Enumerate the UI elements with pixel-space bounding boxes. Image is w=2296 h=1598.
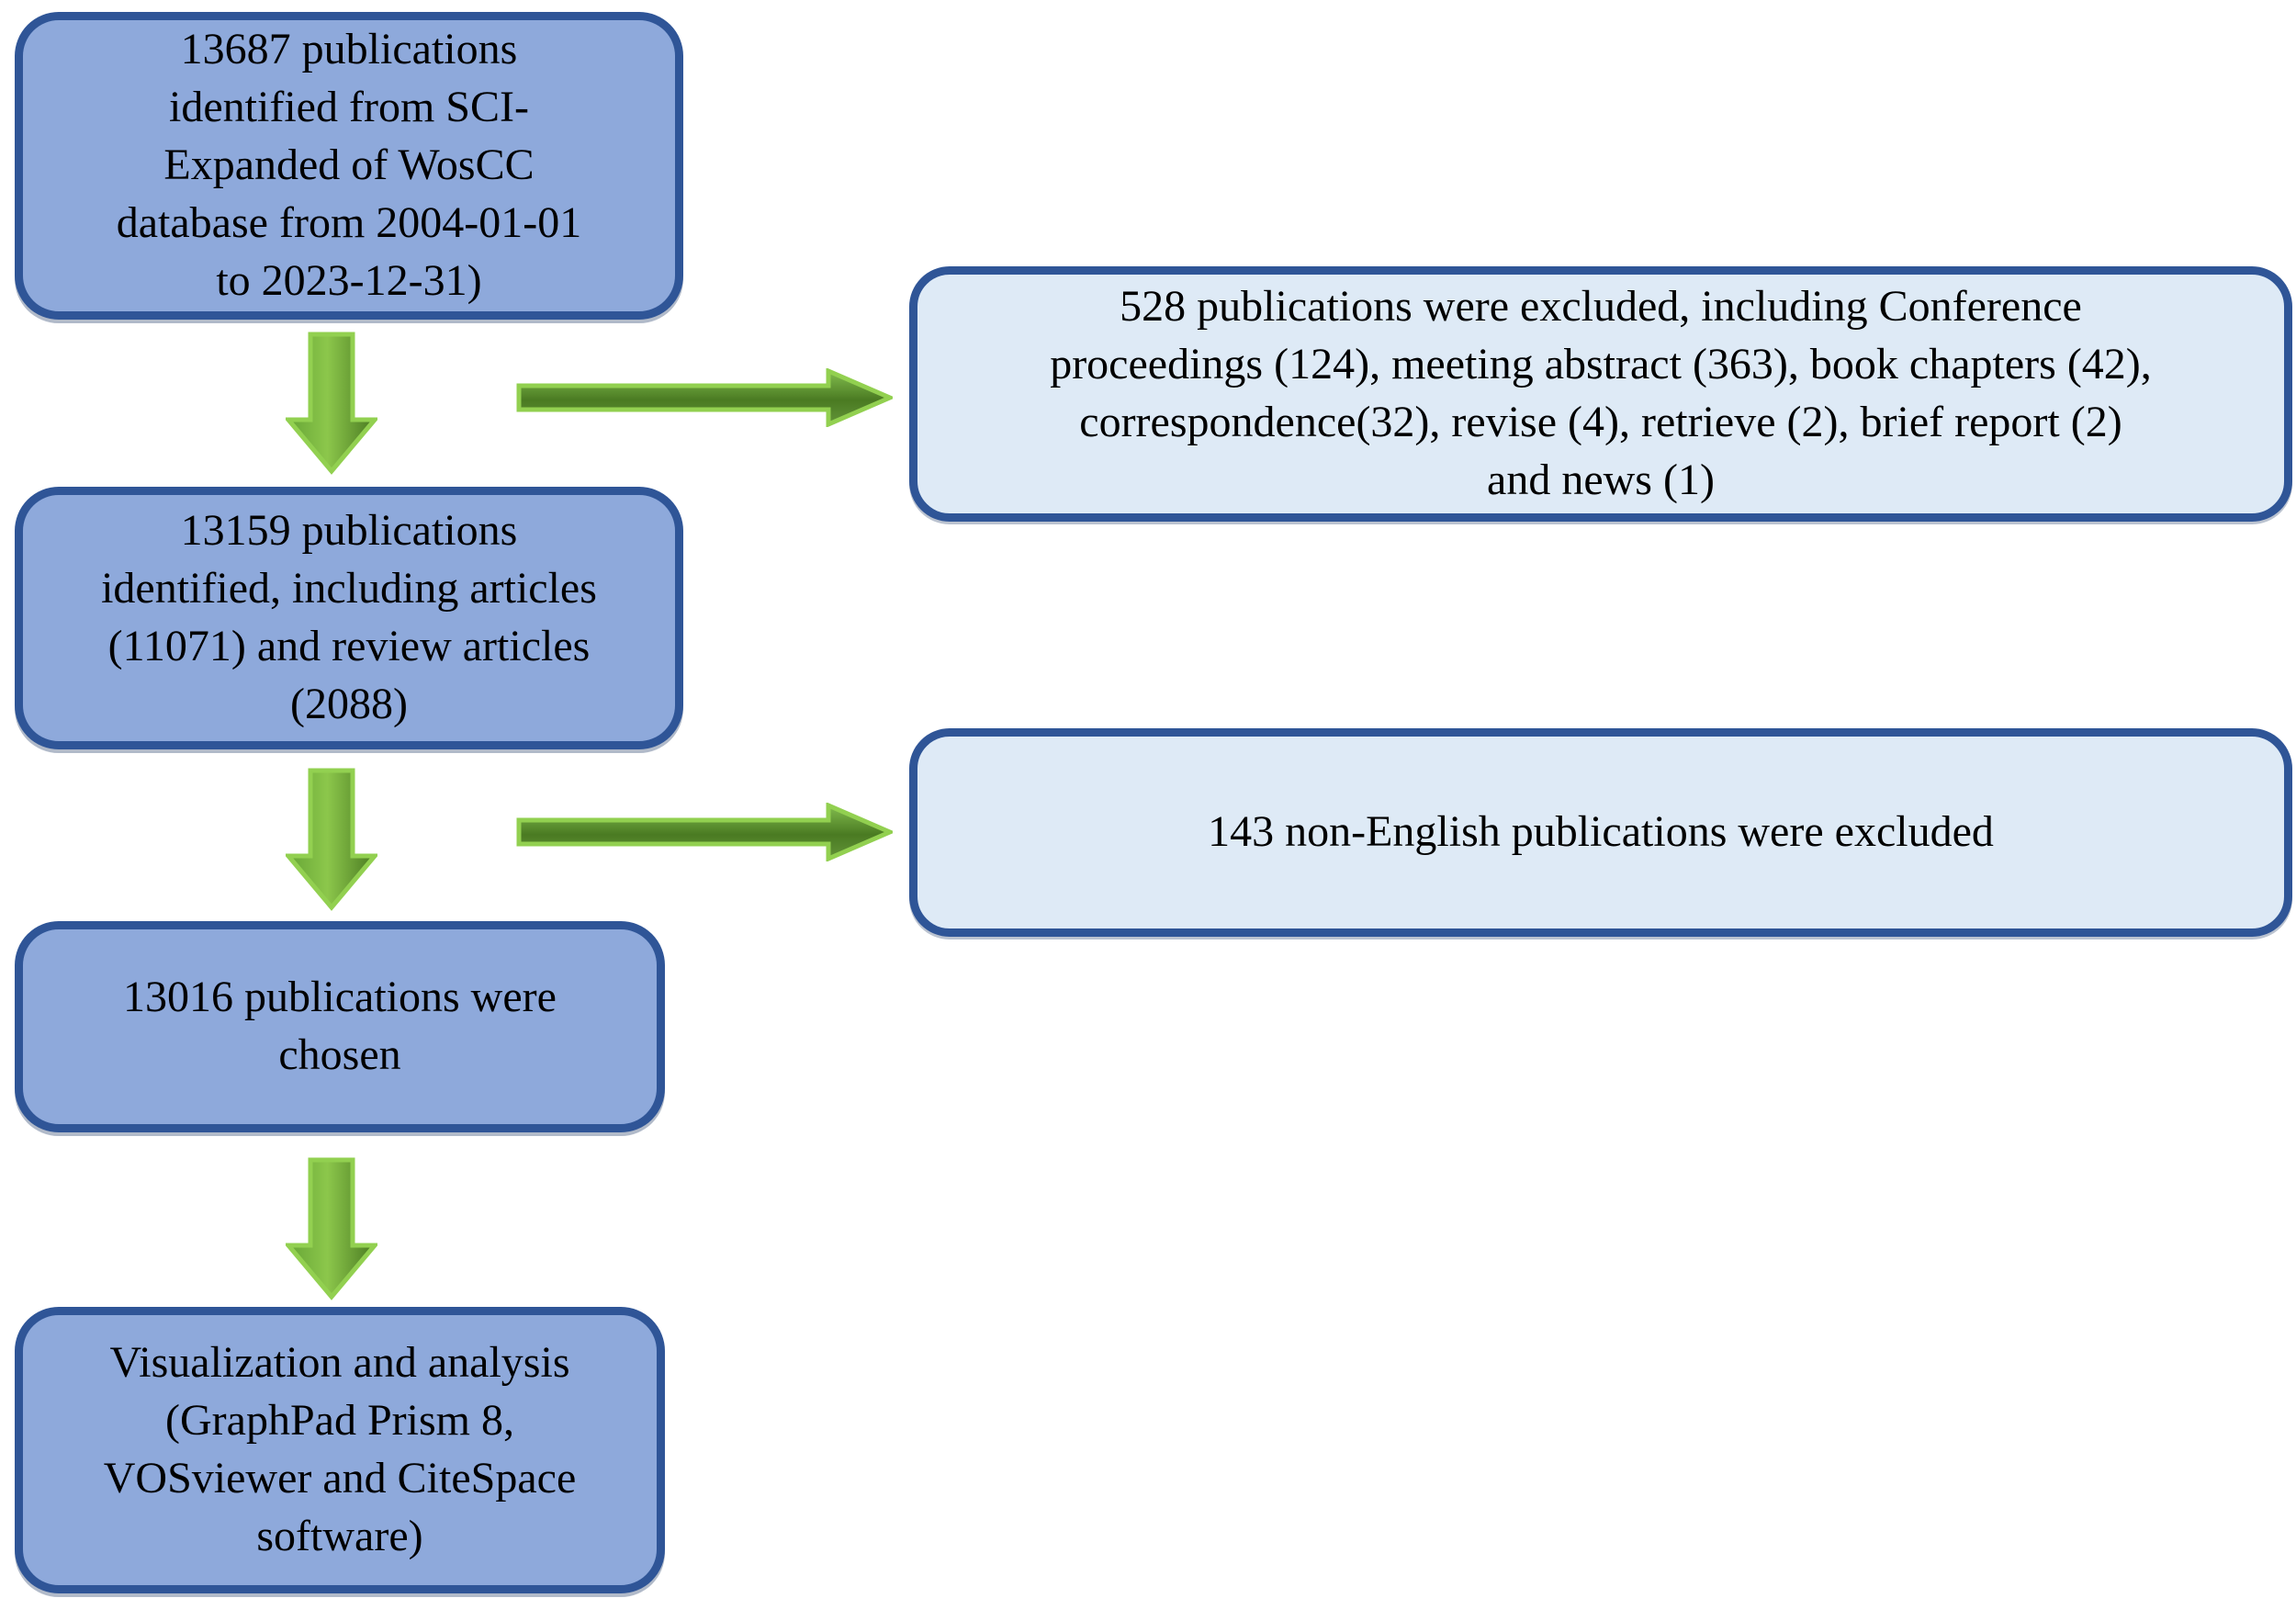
down-arrow-icon — [286, 1157, 377, 1300]
flow-box-excluded-document-types-text: 528 publications were excluded, includin… — [1050, 282, 2152, 504]
flow-box-visualization-analysis-text: Visualization and analysis (GraphPad Pri… — [103, 1338, 577, 1560]
flow-box-excluded-document-types: 528 publications were excluded, includin… — [909, 266, 2292, 522]
flow-box-publications-identified-text: 13687 publications identified from SCI- … — [116, 25, 582, 305]
flow-box-excluded-non-english-text: 143 non-English publications were exclud… — [1208, 807, 1994, 857]
flow-box-publications-identified: 13687 publications identified from SCI- … — [15, 12, 683, 320]
right-arrow-icon — [516, 803, 893, 861]
flow-box-publications-chosen-text: 13016 publications were chosen — [123, 973, 557, 1079]
down-arrow-icon — [286, 768, 377, 911]
flow-box-visualization-analysis: Visualization and analysis (GraphPad Pri… — [15, 1307, 665, 1593]
down-arrow-icon — [286, 332, 377, 475]
flow-box-excluded-non-english: 143 non-English publications were exclud… — [909, 728, 2292, 937]
flow-box-publications-included: 13159 publications identified, including… — [15, 487, 683, 749]
flow-box-publications-included-text: 13159 publications identified, including… — [101, 506, 597, 728]
right-arrow-icon — [516, 368, 893, 427]
flow-box-publications-chosen: 13016 publications were chosen — [15, 921, 665, 1132]
